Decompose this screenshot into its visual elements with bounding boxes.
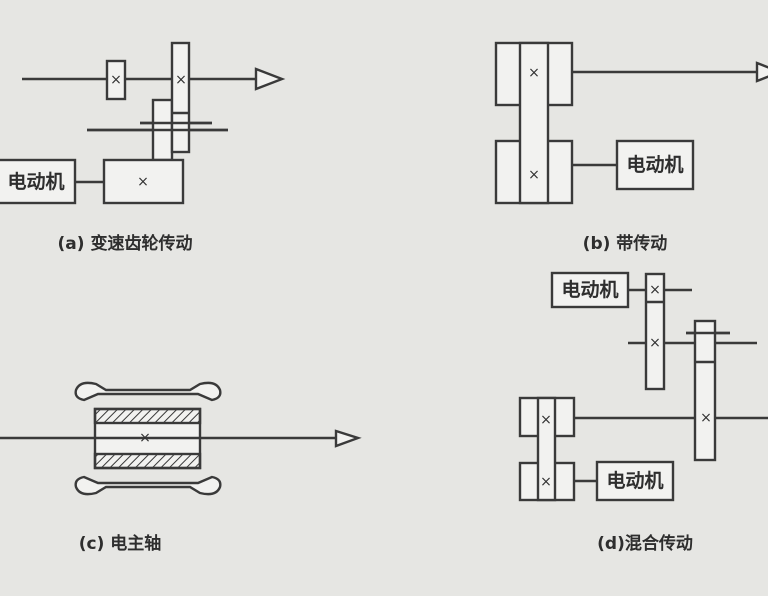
motor-label: 电动机 xyxy=(626,153,683,176)
center-mark: × xyxy=(528,65,540,81)
spindle-arrow-icon xyxy=(254,67,286,91)
center-mark: × xyxy=(649,282,661,298)
motor-box xyxy=(615,139,695,191)
motor-label: 电动机 xyxy=(7,170,64,193)
motor-box xyxy=(595,460,675,502)
motor-label: 电动机 xyxy=(561,278,618,301)
gearbox xyxy=(102,158,185,205)
center-mark: × xyxy=(528,167,540,183)
gear-pair-2 xyxy=(693,319,717,462)
caption-d: (d)混合传动 xyxy=(597,533,693,554)
center-mark: × xyxy=(540,474,552,490)
belt xyxy=(536,396,557,502)
belt xyxy=(518,41,550,205)
center-mark: × xyxy=(649,335,661,351)
panel-hybrid-transmission: 电动机 × × × × × 电动机 (d)混合传动 xyxy=(518,271,768,554)
panel-gear-transmission: × × × 电动机 (a) 变速齿轮传动 xyxy=(0,41,286,254)
stator-lower xyxy=(93,452,202,470)
center-mark: × xyxy=(137,174,149,190)
panel-belt-transmission: × × 电动机 (b) 带传动 xyxy=(494,41,768,254)
center-mark: × xyxy=(139,430,151,446)
caption-a: (a) 变速齿轮传动 xyxy=(58,233,193,254)
center-mark: × xyxy=(700,410,712,426)
motor-box xyxy=(0,158,77,205)
motor-label: 电动机 xyxy=(606,469,663,492)
large-gear xyxy=(170,41,191,154)
center-mark: × xyxy=(175,72,187,88)
center-mark: × xyxy=(110,72,122,88)
panel-electric-spindle: × (c) 电主轴 xyxy=(0,381,362,554)
spindle-arrow-icon xyxy=(755,61,768,83)
stator-upper xyxy=(93,407,202,425)
small-gear xyxy=(105,59,127,101)
caption-b: (b) 带传动 xyxy=(583,233,668,254)
spindle-arrow-icon xyxy=(334,429,362,448)
center-mark: × xyxy=(540,412,552,428)
caption-c: (c) 电主轴 xyxy=(79,533,162,554)
lower-bearing xyxy=(74,475,222,496)
upper-bearing xyxy=(74,381,222,402)
